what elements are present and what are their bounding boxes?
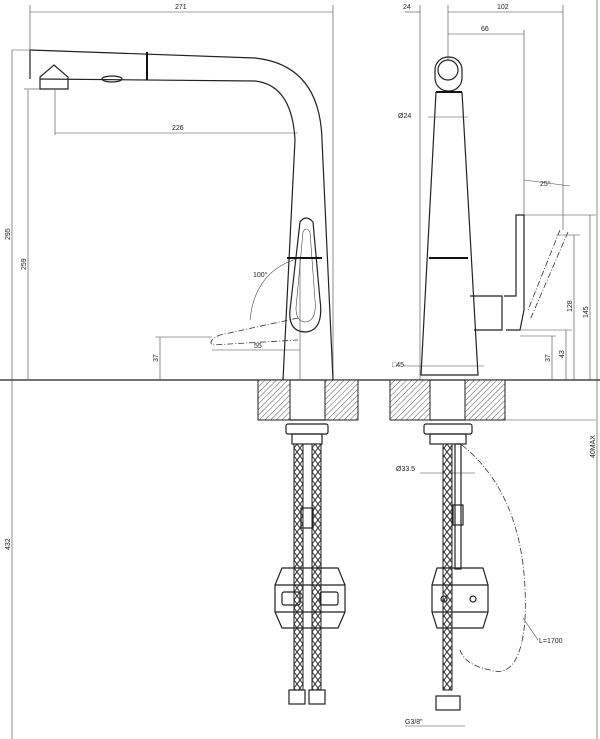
dim-overall-height: 295 <box>5 228 12 240</box>
dim-rear-offset: 24 <box>403 4 411 11</box>
spout-inner <box>39 78 296 381</box>
dim-lever-offset: 66 <box>481 26 489 33</box>
front-view: 271 226 295 259 100° 37 55 <box>5 4 359 739</box>
pullout-hose <box>454 443 462 570</box>
fixing-nut <box>285 423 329 435</box>
dim-hose-length: L=1700 <box>539 638 563 645</box>
lever-tilted-position <box>527 229 569 321</box>
deck-section-right <box>324 379 359 421</box>
dim-base-square: □45 <box>392 362 404 369</box>
faucet-body <box>420 91 479 376</box>
braided-hose-right <box>311 443 322 691</box>
dim-lever-height: 37 <box>153 354 160 362</box>
dim-outlet-height: 259 <box>21 258 28 270</box>
dim-connection-thread: G3/8" <box>405 719 423 726</box>
hose-weight <box>431 567 489 629</box>
dim-below-deck-length: 432 <box>5 538 12 550</box>
side-view: 24 102 66 Ø24 25° 145 128 43 37 <box>389 4 597 727</box>
lever-base <box>470 295 503 331</box>
pullout-hose-loop <box>459 444 526 672</box>
dim-lever-reach: 55 <box>254 343 262 350</box>
hose-connector <box>452 504 464 526</box>
lever-open-position <box>210 317 299 346</box>
lever-handle <box>289 217 322 333</box>
dim-spout-reach: 226 <box>172 125 184 132</box>
deck-section-right <box>464 379 506 421</box>
dim-shank-diameter: Ø33.5 <box>396 466 415 473</box>
dim-lever-tilt-angle: 25° <box>540 180 551 188</box>
dim-depth: 102 <box>497 4 509 11</box>
lever-side <box>504 214 525 331</box>
aerator-head <box>39 64 69 90</box>
dim-max-deck-thickness: 40MAX <box>590 435 597 458</box>
dim-overall-width: 271 <box>175 4 187 11</box>
hose-end-nut-right <box>308 689 326 705</box>
dim-lever-base-height: 43 <box>559 350 566 358</box>
dim-lever-low-height: 37 <box>545 354 552 362</box>
spout-outer <box>29 49 334 381</box>
braided-hose-left <box>293 443 304 691</box>
dim-lever-mid-height: 128 <box>567 300 574 312</box>
fixing-nut <box>423 423 473 435</box>
hose-weight <box>274 567 346 629</box>
spray-button <box>101 75 123 83</box>
deck-section-left <box>389 379 431 421</box>
hose-connector <box>300 507 314 529</box>
braided-hose <box>442 443 453 691</box>
hose-end-nut-left <box>288 689 306 705</box>
deck-section-left <box>257 379 291 421</box>
dim-lever-top-height: 145 <box>583 306 590 318</box>
dim-body-diameter: Ø24 <box>398 113 411 120</box>
dim-lever-angle: 100° <box>253 271 268 279</box>
hose-end-nut <box>435 695 461 711</box>
